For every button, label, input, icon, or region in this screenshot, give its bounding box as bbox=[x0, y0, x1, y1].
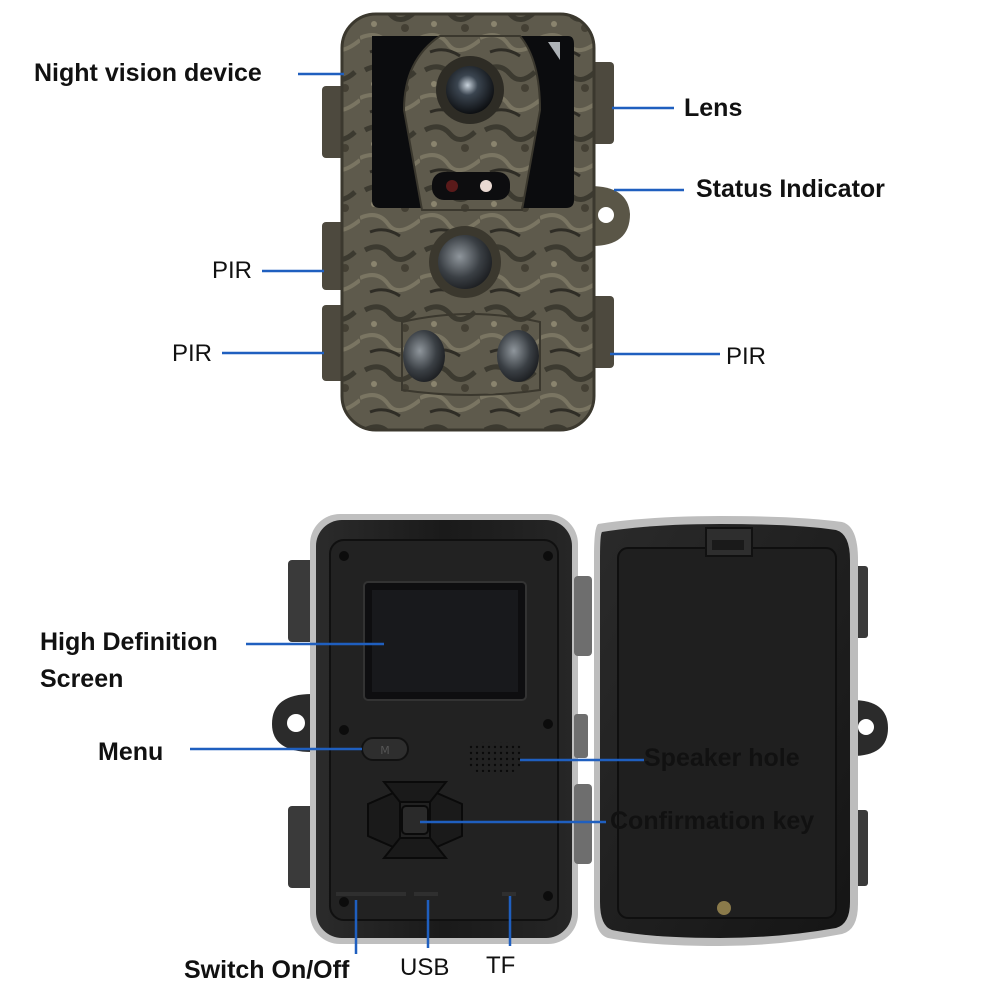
back-left-bracket-bottom bbox=[288, 806, 316, 888]
label-screen-line2: Screen bbox=[40, 665, 124, 693]
direction-pad bbox=[367, 781, 463, 859]
label-screen-line1: High Definition bbox=[40, 628, 218, 656]
lid-latch-slot bbox=[712, 540, 744, 550]
right-arrow-key[interactable] bbox=[429, 788, 463, 852]
screw-icon bbox=[543, 719, 553, 729]
label-pir-lower-left: PIR bbox=[172, 340, 213, 367]
label-confirmation-key: Confirmation key bbox=[610, 807, 815, 835]
back-left-bracket-top bbox=[288, 560, 316, 642]
label-usb: USB bbox=[400, 954, 450, 981]
leader-lines bbox=[190, 72, 720, 954]
up-arrow-key[interactable] bbox=[381, 781, 449, 803]
lid-mounting-hole bbox=[858, 719, 874, 735]
screw-icon bbox=[339, 897, 349, 907]
label-pir-right: PIR bbox=[726, 343, 767, 370]
lid-inner-recess bbox=[617, 547, 837, 919]
down-arrow-key[interactable] bbox=[381, 837, 449, 859]
label-speaker-hole: Speaker hole bbox=[644, 744, 800, 772]
screw-icon bbox=[339, 725, 349, 735]
lid-screw-icon bbox=[717, 901, 731, 915]
left-arrow-key[interactable] bbox=[367, 788, 401, 852]
pir-sensor-center-icon bbox=[438, 235, 492, 289]
label-switch-on-off: Switch On/Off bbox=[184, 956, 350, 984]
confirmation-key[interactable] bbox=[401, 805, 429, 835]
screw-icon bbox=[543, 551, 553, 561]
usb-marking bbox=[414, 892, 438, 896]
label-menu: Menu bbox=[98, 738, 164, 766]
pir-sensor-left-icon bbox=[403, 330, 445, 382]
status-led-lit-icon bbox=[480, 180, 492, 192]
label-night-vision: Night vision device bbox=[34, 59, 262, 87]
lens-icon bbox=[446, 66, 494, 114]
menu-glyph-icon: M bbox=[380, 744, 390, 757]
label-lens: Lens bbox=[684, 94, 743, 122]
pir-sensor-right-icon bbox=[497, 330, 539, 382]
screen-glass bbox=[372, 590, 518, 692]
back-camera: M bbox=[272, 514, 888, 946]
label-status-indicator: Status Indicator bbox=[696, 175, 885, 203]
switch-marking bbox=[336, 892, 406, 896]
screw-icon bbox=[339, 551, 349, 561]
hinge-top bbox=[574, 576, 592, 656]
front-camera bbox=[322, 12, 630, 432]
label-tf: TF bbox=[486, 952, 516, 979]
tf-marking bbox=[502, 892, 516, 896]
speaker-grille-icon bbox=[468, 742, 522, 772]
screw-icon bbox=[543, 891, 553, 901]
panel-reflection bbox=[548, 42, 560, 60]
hinge-mid bbox=[574, 714, 588, 758]
mounting-hole bbox=[598, 207, 614, 223]
hinge-bottom bbox=[574, 784, 592, 864]
back-mounting-hole bbox=[287, 714, 305, 732]
status-indicator-window bbox=[432, 172, 510, 200]
label-pir-upper-left: PIR bbox=[212, 257, 253, 284]
status-led-icon bbox=[446, 180, 458, 192]
